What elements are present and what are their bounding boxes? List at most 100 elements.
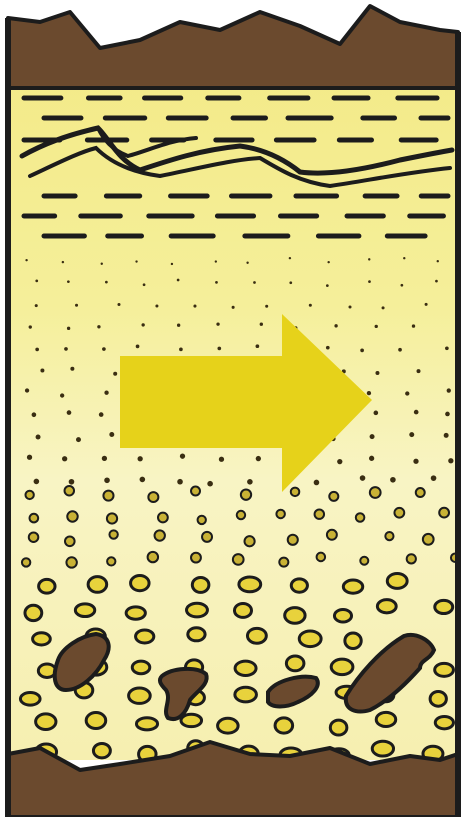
- medium-grain: [109, 530, 117, 538]
- medium-grain: [191, 553, 201, 563]
- fine-grain: [25, 259, 27, 261]
- pebble: [331, 659, 353, 675]
- fine-grain: [219, 457, 224, 462]
- pebble: [36, 714, 56, 730]
- fine-grain: [62, 456, 67, 461]
- medium-grain: [155, 530, 165, 540]
- fine-grain: [35, 348, 39, 352]
- fine-grain: [256, 456, 261, 461]
- medium-grain: [30, 514, 39, 523]
- fine-grain: [337, 459, 342, 464]
- pebble: [188, 628, 205, 641]
- fine-grain: [409, 432, 414, 437]
- fine-grain: [374, 411, 379, 416]
- medium-grain: [202, 532, 212, 542]
- pebble: [218, 718, 239, 733]
- medium-grain: [276, 510, 284, 518]
- pebble: [136, 718, 157, 730]
- pebble: [39, 579, 55, 593]
- fine-grain: [136, 345, 140, 349]
- pebble: [435, 716, 453, 728]
- medium-grain: [103, 491, 113, 501]
- fine-grain: [113, 372, 117, 376]
- pebble: [181, 714, 202, 726]
- fine-grain: [314, 480, 320, 486]
- pebble: [136, 630, 154, 643]
- medium-grain: [370, 487, 381, 498]
- pebble: [192, 577, 209, 592]
- fine-grain: [447, 388, 451, 392]
- fine-grain: [29, 325, 32, 328]
- fine-grain: [309, 304, 312, 307]
- medium-grain: [360, 557, 368, 565]
- fine-grain: [334, 324, 337, 327]
- medium-grain: [233, 554, 244, 565]
- fine-grain: [215, 281, 218, 284]
- medium-grain: [439, 508, 449, 518]
- fine-grain: [413, 459, 418, 464]
- fine-grain: [35, 304, 38, 307]
- fine-grain: [405, 391, 409, 395]
- fine-grain: [155, 304, 158, 307]
- pebble: [291, 579, 307, 592]
- fine-grain: [177, 324, 180, 327]
- fine-grain: [193, 305, 196, 308]
- pebble: [275, 718, 293, 733]
- medium-grain: [241, 490, 251, 500]
- fine-grain: [25, 388, 29, 392]
- fine-grain: [375, 325, 378, 328]
- medium-grain: [317, 553, 326, 562]
- fine-grain: [97, 325, 100, 328]
- pebble: [129, 688, 151, 703]
- pebble: [75, 604, 94, 617]
- fine-grain: [179, 347, 183, 351]
- pebble: [387, 574, 407, 589]
- medium-grain: [198, 516, 206, 524]
- medium-grain: [65, 536, 75, 546]
- fine-grain: [102, 456, 107, 461]
- medium-grain: [29, 532, 39, 542]
- pebble: [372, 741, 393, 756]
- medium-grain: [279, 558, 288, 567]
- fine-grain: [403, 257, 405, 259]
- fine-grain: [180, 454, 185, 459]
- pebble: [235, 687, 257, 702]
- pebble: [345, 633, 361, 649]
- medium-grain: [244, 536, 254, 546]
- medium-grain: [25, 491, 33, 499]
- fine-grain: [143, 283, 146, 286]
- fine-grain: [60, 393, 64, 397]
- fine-grain: [265, 305, 268, 308]
- fine-grain: [431, 475, 437, 481]
- fine-grain: [256, 344, 260, 348]
- pebble: [234, 603, 251, 617]
- fine-grain: [105, 281, 108, 284]
- fine-grain: [36, 434, 41, 439]
- fine-grain: [232, 306, 235, 309]
- medium-grain: [66, 557, 76, 567]
- fine-grain: [138, 456, 143, 461]
- fine-grain: [217, 347, 221, 351]
- fine-grain: [67, 280, 70, 283]
- medium-grain: [385, 532, 393, 540]
- fine-grain: [117, 303, 120, 306]
- fine-grain: [425, 303, 428, 306]
- medium-grain: [67, 511, 77, 521]
- fine-grain: [104, 391, 108, 395]
- fine-grain: [414, 410, 419, 415]
- fine-grain: [444, 433, 449, 438]
- medium-grain: [394, 508, 404, 518]
- medium-grain: [237, 511, 245, 519]
- fine-grain: [35, 280, 38, 283]
- fine-grain: [207, 481, 213, 487]
- pebble: [93, 743, 110, 757]
- pebble: [435, 663, 454, 676]
- pebble: [247, 628, 266, 643]
- fine-grain: [76, 437, 81, 442]
- fine-grain: [216, 322, 219, 325]
- pebble: [86, 713, 106, 729]
- fine-grain: [417, 369, 421, 373]
- pebble: [376, 712, 395, 726]
- fine-grain: [368, 258, 370, 260]
- medium-grain: [315, 509, 324, 518]
